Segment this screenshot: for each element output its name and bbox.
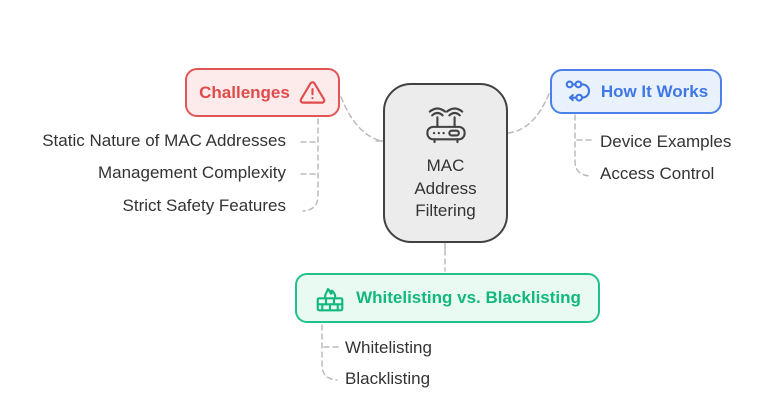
connector-challenges bbox=[340, 96, 383, 142]
leaf-strict-safety-features[interactable]: Strict Safety Features bbox=[122, 196, 286, 215]
leaf-management-complexity[interactable]: Management Complexity bbox=[97, 163, 286, 182]
branch-node-how-it-works[interactable]: How It Works bbox=[550, 69, 722, 114]
leaf-device-examples[interactable]: Device Examples bbox=[600, 132, 732, 151]
branch-node-challenges[interactable]: Challenges bbox=[185, 68, 340, 117]
connector-how-it-works bbox=[508, 93, 550, 134]
firewall-icon bbox=[314, 282, 346, 314]
leaf-access-control[interactable]: Access Control bbox=[600, 164, 715, 183]
leaf-blacklisting[interactable]: Blacklisting bbox=[345, 369, 431, 388]
wifi-router-icon bbox=[423, 103, 469, 145]
warning-triangle-icon bbox=[299, 79, 326, 106]
route-icon bbox=[564, 79, 592, 104]
challenges-trunk bbox=[302, 118, 319, 212]
leaf-whitelisting[interactable]: Whitelisting bbox=[345, 338, 432, 357]
whitelisting-trunk bbox=[321, 324, 338, 381]
branch-node-label: Challenges bbox=[199, 82, 290, 102]
how-it-works-trunk bbox=[574, 114, 591, 177]
root-node-mac-address-filtering[interactable]: MAC Address Filtering bbox=[383, 83, 508, 243]
leaf-static-nature-of-mac-addresses[interactable]: Static Nature of MAC Addresses bbox=[42, 131, 286, 150]
branch-node-whitelisting-vs-blacklisting[interactable]: Whitelisting vs. Blacklisting bbox=[295, 273, 600, 323]
branch-node-label: How It Works bbox=[600, 81, 709, 101]
branch-node-label: Whitelisting vs. Blacklisting bbox=[356, 288, 581, 307]
root-node-label: MAC Address Filtering bbox=[414, 156, 477, 221]
